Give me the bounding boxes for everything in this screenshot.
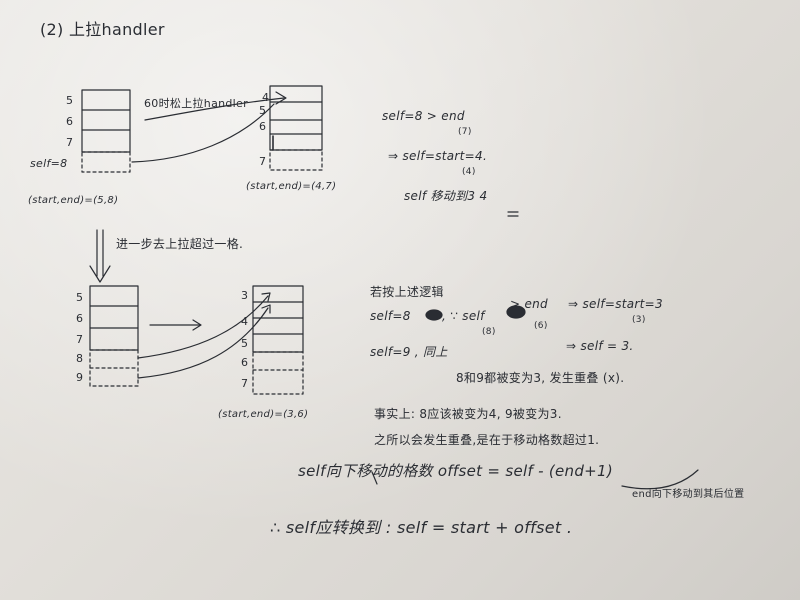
diagram2-right-label-4: 4 — [241, 315, 249, 328]
diagram2-left-caption: (start,end)=(3,6) — [218, 409, 309, 420]
notes1-line2-sub: (4) — [462, 167, 476, 177]
diagram1-self-label: self=8 — [30, 157, 68, 170]
formula1-bracket — [621, 469, 699, 490]
notes1-line2: ⇒ self=start=4. — [388, 149, 488, 163]
notes3-line1: 事实上: 8应该被变为4, 9被变为3. — [374, 407, 562, 421]
diagram1-arrow-label: 60时松上拉handler — [144, 97, 248, 110]
diagram2-left-label-9: 9 — [76, 371, 84, 384]
diagram2-left-label-5: 5 — [76, 291, 84, 304]
diagram1-left-stack — [81, 89, 131, 173]
notes2-line1-gt: > end — [510, 297, 548, 311]
notes2-heading: 若按上述逻辑 — [370, 285, 444, 299]
notes2-line1-sub-b: (6) — [534, 321, 548, 331]
diagram1-top-arrow — [144, 97, 285, 121]
diagram2-left-label-8: 8 — [76, 352, 84, 365]
page-title: (2) 上拉handler — [40, 20, 165, 39]
diagram1-left-label-5: 5 — [66, 94, 74, 107]
transition-text: 进一步去上拉超过一格. — [116, 237, 244, 251]
notes2-line3: 8和9都被变为3, 发生重叠 (x). — [456, 371, 625, 385]
diagram2-left-label-6: 6 — [76, 312, 84, 325]
diagram2-arrow-8 — [137, 295, 269, 359]
diagram2-right-label-5: 5 — [241, 337, 249, 350]
diagram1-right-label-6: 6 — [259, 120, 267, 133]
down-double-arrow-icon — [89, 229, 111, 283]
notes2-line1-sub-c: (3) — [632, 315, 646, 325]
notes1-line1: self=8 > end — [382, 109, 465, 123]
diagram1-right-label-4: 4 — [262, 91, 270, 104]
diagram2-right-label-7: 7 — [241, 377, 249, 390]
notes1-line3: self 移动到3 4 — [404, 189, 488, 203]
notes1-line1-sub: (7) — [458, 127, 472, 137]
diagram1-left-label-6: 6 — [66, 115, 74, 128]
notes2-line1-result: ⇒ self=start=3 — [568, 297, 663, 311]
diagram1-left-caption: (start,end)=(5,8) — [28, 195, 119, 206]
notes2-line1-mid: , ∵ self — [442, 309, 485, 323]
diagram2-left-label-7: 7 — [76, 333, 84, 346]
diagram2-right-stack — [252, 285, 304, 395]
formula1-text: self向下移动的格数 offset = self - (end+1) — [298, 462, 614, 480]
diagram1-right-caption: (start,end)=(4,7) — [246, 181, 337, 192]
notes2-line2-result: ⇒ self = 3. — [566, 339, 634, 353]
diagram2-left-stack — [89, 285, 139, 387]
diagram1-right-label-7: 7 — [259, 155, 267, 168]
diagram1-right-label-5: 5 — [259, 104, 267, 117]
diagram1-left-label-7: 7 — [66, 136, 74, 149]
diagram2-right-label-3: 3 — [241, 289, 249, 302]
notes2-line1-sub-a: (8) — [482, 327, 496, 337]
formula1-annotation: end向下移动到其后位置 — [632, 489, 745, 500]
diagram1-self-arrow — [131, 103, 275, 163]
diagram2-right-label-6: 6 — [241, 356, 249, 369]
formula2-text: ∴ self应转换到 : self = start + offset . — [270, 518, 573, 537]
notes2-line1: self=8 — [370, 309, 411, 323]
diagram2-arrow-9 — [137, 307, 269, 379]
notes2-line2: self=9 , 同上 — [370, 345, 448, 359]
notes3-line2: 之所以会发生重叠,是在于移动格数超过1. — [374, 433, 600, 447]
